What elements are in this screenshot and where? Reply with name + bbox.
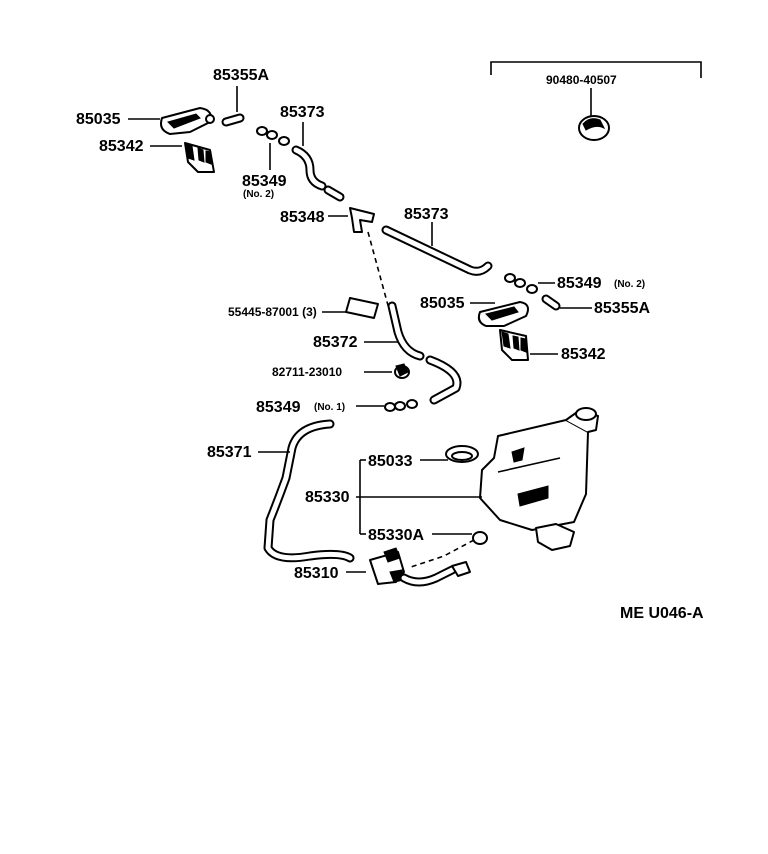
label-85035-top: 85035 — [76, 111, 121, 128]
label-85355a-top: 85355A — [213, 67, 269, 84]
washer-nozzle-upper — [128, 107, 215, 135]
washer-nozzle-right — [470, 301, 529, 327]
hose-85371 — [258, 419, 355, 563]
label-85355a-right: 85355A — [594, 300, 650, 317]
label-85349-top: 85349 — [242, 173, 287, 190]
label-85330a: 85330A — [368, 527, 424, 544]
callout-bracket-tank — [356, 459, 482, 535]
label-85349-mid: 85349 — [256, 399, 301, 416]
label-85342-right: 85342 — [561, 346, 606, 363]
label-82711: 82711-23010 — [272, 365, 342, 379]
label-85035-right: 85035 — [420, 295, 465, 312]
label-85373-upper: 85373 — [280, 104, 325, 121]
washer-motor-85310 — [346, 547, 471, 587]
label-85373-lower: 85373 — [404, 206, 449, 223]
hose-85372 — [364, 301, 462, 405]
label-85342-top: 85342 — [99, 138, 144, 155]
hose-85373-lower — [381, 222, 493, 276]
washer-tank-85330 — [479, 407, 599, 551]
label-85310: 85310 — [294, 565, 339, 582]
nozzle-bracket-right — [499, 329, 558, 361]
hose-joint-right — [504, 273, 555, 294]
label-55445: 55445-87001 (3) — [228, 305, 317, 319]
tank-clamp-85033 — [445, 445, 479, 463]
label-85349-right: 85349 — [557, 275, 602, 292]
label-85348: 85348 — [280, 209, 325, 226]
clip-55445 — [322, 297, 379, 319]
label-85349-top-sub: (No. 2) — [243, 189, 274, 200]
label-85330: 85330 — [305, 489, 350, 506]
hose-85373-upper — [291, 122, 345, 202]
elbow-hose-top — [221, 86, 245, 127]
label-85371: 85371 — [207, 444, 252, 461]
elbow-hose-right — [541, 294, 592, 311]
hose-joint-top — [256, 126, 290, 170]
label-90480: 90480-40507 — [546, 73, 617, 87]
label-85349-right-sub: (No. 2) — [614, 279, 645, 290]
routing-dash-tank — [407, 539, 475, 569]
hose-joint-mid — [356, 399, 418, 412]
diagram-code: ME U046-A — [620, 605, 704, 622]
label-85372: 85372 — [313, 334, 358, 351]
clamp-82711 — [364, 363, 410, 379]
label-85033: 85033 — [368, 453, 413, 470]
label-85349-mid-sub: (No. 1) — [314, 402, 345, 413]
nozzle-bracket-upper — [150, 142, 215, 173]
t-joint-85348 — [328, 207, 375, 233]
tank-grommet-85330a — [432, 531, 488, 545]
grommet-group — [490, 61, 702, 141]
